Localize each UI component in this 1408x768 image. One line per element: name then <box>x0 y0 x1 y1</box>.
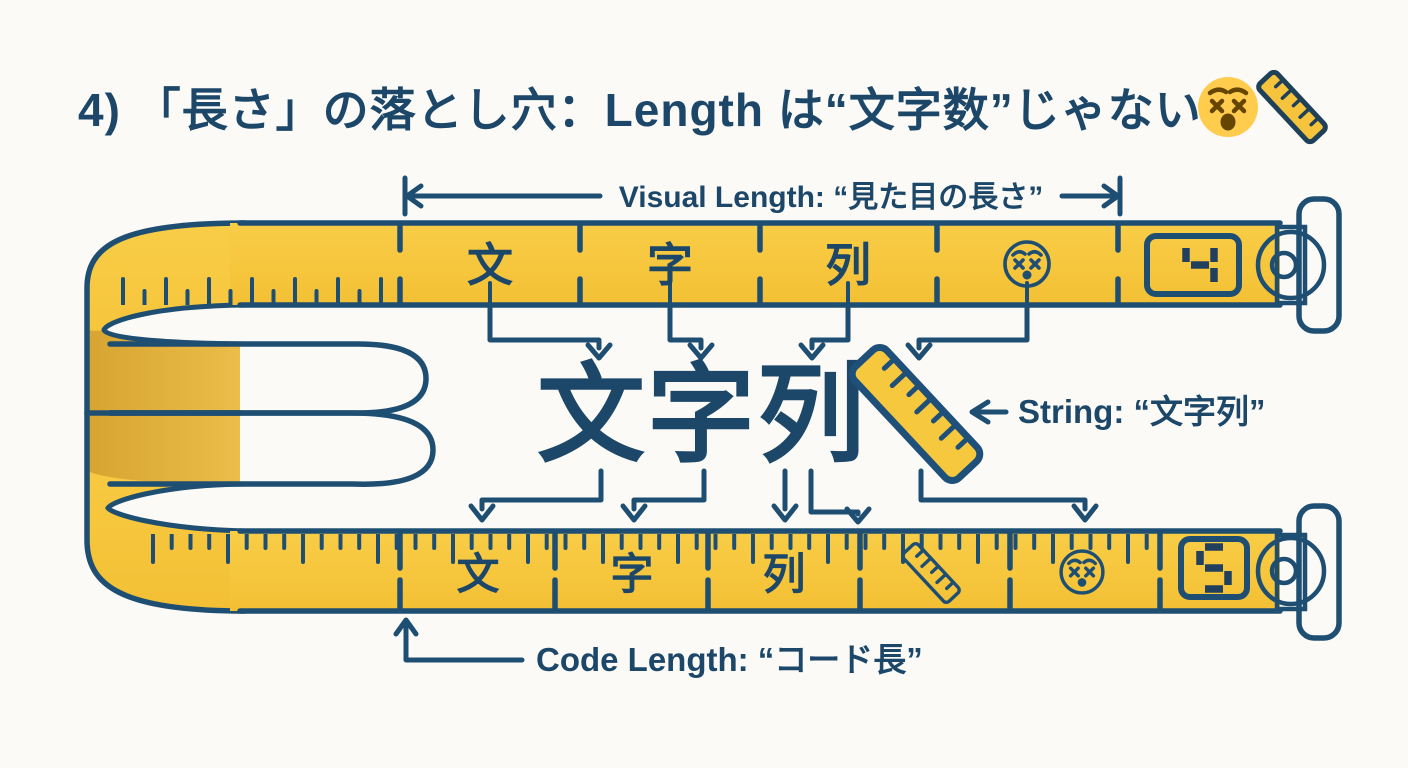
ruler-emoji-icon <box>1256 69 1328 145</box>
top-tape-cell-boundaries <box>397 223 1121 306</box>
title: 4) 「長さ」の落とし穴：Length は“文字数”じゃない <box>78 69 1328 145</box>
code-length-label: Code Length: “コード長” <box>536 641 923 678</box>
code-length-arrows <box>468 468 1099 525</box>
visual-length-annotation: Visual Length: “見た目の長さ” <box>402 175 1123 217</box>
ruler-emoji-icon <box>848 344 984 484</box>
bottom-tape-counter-digit <box>1196 543 1232 593</box>
string-text: 文字列 <box>537 354 867 475</box>
center-string: 文字列 String: “文字列” <box>537 344 1265 484</box>
bottom-tape-counter-display <box>1178 536 1250 600</box>
bottom-tape-cell-char-2: 字 <box>611 551 654 599</box>
top-tape-ruler-ticks <box>120 277 392 305</box>
bottom-tape-ruler-ticks <box>150 534 1158 564</box>
bottom-tape-cell-char-3: 列 <box>763 551 806 599</box>
top-tape-end-hook <box>1255 196 1342 334</box>
top-tape-counter-digit <box>1182 248 1218 282</box>
top-tape-cell-char-1: 文 <box>467 239 513 291</box>
dizzy-face-emoji-icon <box>1198 77 1258 137</box>
string-label: String: “文字列” <box>1018 393 1265 430</box>
tape-hole <box>1269 556 1299 586</box>
page-title: 4) 「長さ」の落とし穴：Length は“文字数”じゃない <box>78 84 1202 136</box>
folded-band-lower <box>107 410 436 487</box>
bottom-tape: 文 字 列 <box>150 503 1342 641</box>
bottom-tape-end-hook <box>1255 503 1342 641</box>
top-tape-counter-display <box>1144 233 1242 297</box>
code-length-annotation: Code Length: “コード長” <box>393 617 923 678</box>
bottom-tape-cell-char-1: 文 <box>457 551 500 599</box>
visual-length-arrows <box>487 305 1030 361</box>
top-tape-cell-char-3: 列 <box>825 239 871 291</box>
top-tape-cell-char-2: 字 <box>647 239 693 291</box>
top-tape: 文 字 列 <box>120 196 1342 334</box>
visual-length-label: Visual Length: “見た目の長さ” <box>619 181 1043 214</box>
bottom-tape-cell-boundaries <box>397 531 1163 611</box>
folded-band-upper <box>107 341 429 416</box>
tape-hole <box>1269 250 1299 280</box>
